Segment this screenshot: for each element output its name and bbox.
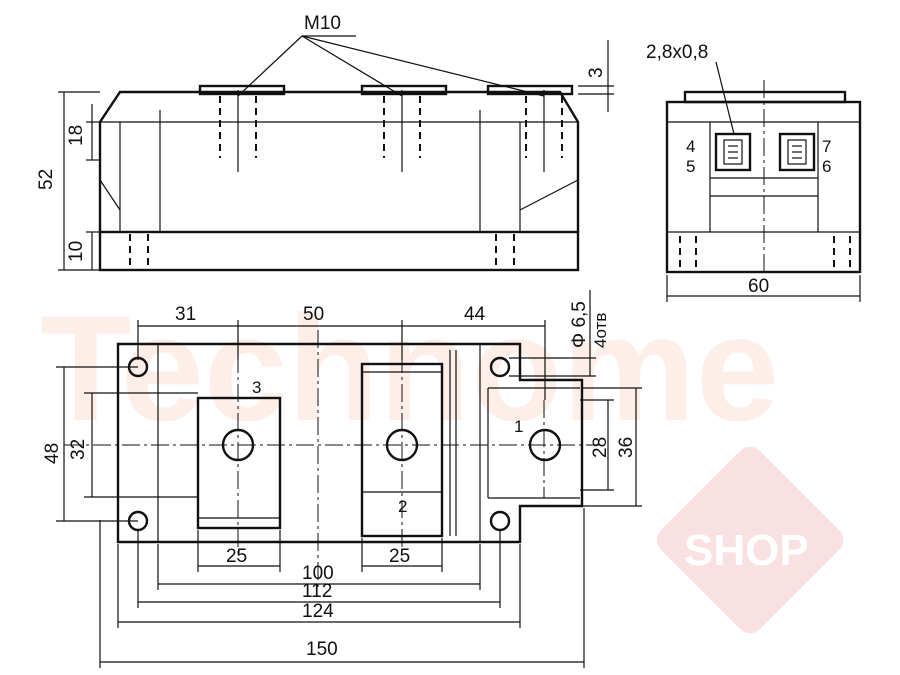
side-dims: 52 18 10 3 — [36, 40, 614, 271]
end-view-connector-left — [714, 132, 752, 172]
hole-dia-label: Φ 6,5 — [569, 301, 590, 348]
dim-36: 36 — [616, 437, 637, 458]
pin-size-label: 2,8x0,8 — [646, 42, 708, 63]
dim-25b: 25 — [389, 546, 410, 567]
pin-label-4: 4 — [686, 137, 695, 156]
side-terminal-pad-1 — [486, 84, 574, 96]
side-view: M10 52 18 10 3 — [36, 13, 614, 272]
m10-leader: M10 — [237, 13, 545, 97]
watermark-tag-text: SHOP — [684, 526, 809, 575]
side-base-holes — [129, 234, 515, 268]
terminal-label-1: 1 — [514, 417, 523, 436]
terminal-label-2: 2 — [398, 497, 407, 516]
end-view: 2,8x0,8 4 5 7 6 60 — [646, 42, 862, 302]
dim-150: 150 — [306, 639, 338, 660]
top-view: 3 2 1 31 50 44 Φ 6,5 — [42, 290, 642, 668]
side-view-base — [98, 230, 580, 272]
pin-label-7: 7 — [822, 137, 831, 156]
pin-label-5: 5 — [686, 157, 695, 176]
watermark: Technome SHOP — [40, 284, 844, 634]
left-dims: 48 32 — [42, 366, 198, 522]
dim-48: 48 — [42, 443, 63, 464]
dim-31: 31 — [175, 304, 196, 325]
terminal-label-3: 3 — [252, 378, 261, 397]
pin-label-6: 6 — [822, 157, 831, 176]
dim-112: 112 — [302, 581, 332, 602]
right-dims: 28 36 — [580, 387, 642, 507]
hole-count-label: 4отв — [591, 313, 610, 348]
dim-18: 18 — [66, 125, 87, 146]
dim-25a: 25 — [226, 546, 247, 567]
dim-50: 50 — [303, 304, 324, 325]
bottom-dims: 25 25 100 112 124 150 — [99, 508, 585, 668]
dim-28: 28 — [590, 437, 611, 458]
dim-100: 100 — [302, 563, 334, 584]
end-view-top-pad — [683, 90, 847, 104]
dim-44: 44 — [464, 304, 486, 325]
dim-10: 10 — [66, 241, 87, 262]
dim-60: 60 — [748, 276, 769, 297]
m10-label: M10 — [304, 13, 341, 34]
side-threads — [219, 90, 563, 172]
end-view-connector-right — [778, 132, 816, 172]
side-view-chamfer-left — [99, 179, 121, 211]
terminal-3 — [196, 396, 282, 530]
end-view-outline — [665, 100, 862, 274]
dim-124: 124 — [302, 601, 334, 622]
watermark-text: Technome — [40, 284, 779, 452]
side-terminal-pad-2 — [360, 84, 448, 96]
top-dims: 31 50 44 — [137, 304, 546, 400]
side-terminal-pad-3 — [198, 84, 286, 96]
hole-callout: Φ 6,5 4отв — [509, 290, 610, 377]
side-view-chamfer-right — [519, 179, 579, 211]
dim-52: 52 — [36, 169, 57, 190]
watermark-tag-shape — [656, 446, 844, 634]
dim-3: 3 — [586, 67, 607, 78]
side-view-outline — [98, 90, 580, 232]
watermark-tag-hole — [676, 466, 704, 494]
dim-32: 32 — [68, 439, 89, 460]
